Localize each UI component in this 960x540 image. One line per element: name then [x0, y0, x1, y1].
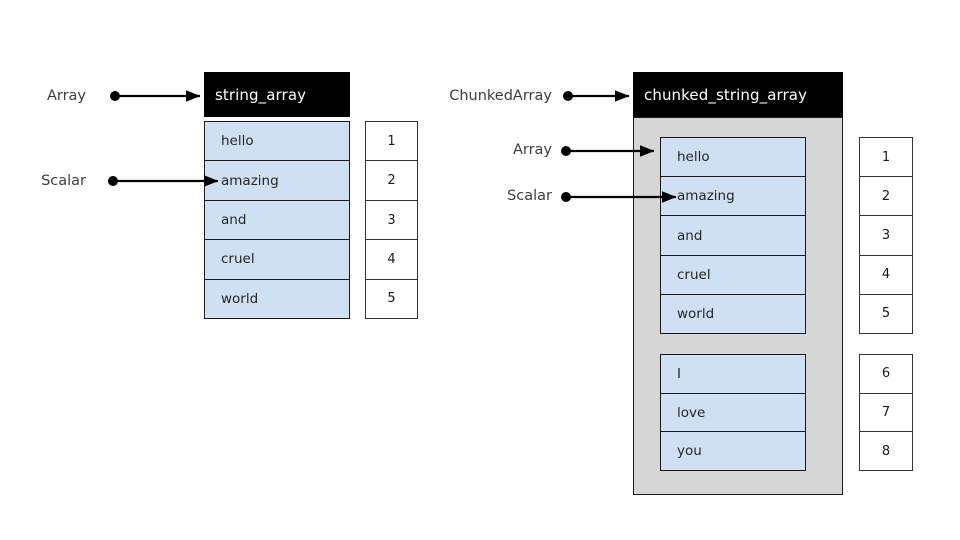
index-cell: 2	[860, 177, 912, 217]
value-cell: world	[221, 290, 259, 307]
index-cell: 8	[881, 443, 891, 459]
left-array-value-column: hello amazing and cruel world	[204, 121, 350, 319]
chunk-0-value-column: hello amazing and cruel world	[660, 137, 806, 334]
value-cell: I	[661, 355, 805, 394]
value-cell: love	[661, 394, 805, 433]
index-cell: 2	[366, 161, 417, 201]
left-annotation-label-scalar: Scalar	[41, 173, 86, 189]
index-cell: 5	[387, 291, 396, 307]
connector-right-chunkedarray	[563, 90, 630, 102]
right-annotation-label-scalar: Scalar	[507, 188, 552, 204]
index-cell: 4	[366, 240, 417, 280]
right-annotation-label-array: Array	[512, 142, 552, 158]
chunk-1-index-column: 6 7 8	[859, 354, 913, 471]
value-cell: amazing	[205, 161, 349, 201]
value-cell: hello	[661, 138, 805, 178]
right-chunkedarray-header: chunked_string_array	[633, 72, 843, 117]
connector-left-scalar	[108, 175, 219, 187]
left-array-index-column: 1 2 3 4 5	[365, 121, 418, 319]
chunk-0-index-column: 1 2 3 4 5	[859, 137, 913, 334]
value-cell: and	[205, 201, 349, 241]
index-cell: 3	[860, 216, 912, 256]
value-cell: amazing	[661, 177, 805, 217]
right-annotation-label-chunkedarray: ChunkedArray	[449, 88, 552, 104]
index-cell: 1	[366, 122, 417, 162]
index-cell: 7	[860, 394, 912, 433]
index-cell: 6	[860, 355, 912, 394]
chunk-1-value-column: I love you	[660, 354, 806, 471]
index-cell: 4	[860, 256, 912, 295]
left-annotation-label-array: Array	[46, 88, 86, 104]
index-cell: 5	[881, 306, 891, 322]
connector-left-array	[110, 90, 201, 102]
left-array-header: string_array	[204, 72, 350, 117]
value-cell: hello	[205, 122, 349, 162]
value-cell: cruel	[661, 256, 805, 295]
value-cell: you	[677, 443, 702, 460]
value-cell: and	[661, 216, 805, 256]
value-cell: cruel	[205, 240, 349, 280]
index-cell: 1	[860, 138, 912, 178]
value-cell: world	[677, 305, 715, 322]
index-cell: 3	[366, 201, 417, 241]
